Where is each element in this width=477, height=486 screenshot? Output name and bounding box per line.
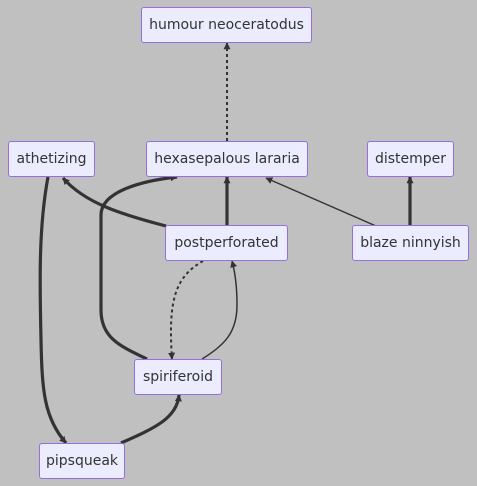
edge-athetizing-to-pipsqueak bbox=[38, 176, 68, 445]
edge-postperforated-to-spiriferoid bbox=[168, 260, 204, 360]
edge-postperforated-to-athetizing bbox=[61, 176, 167, 228]
node-postperforated[interactable]: postperforated bbox=[165, 225, 288, 261]
node-spiriferoid[interactable]: spiriferoid bbox=[134, 359, 222, 395]
edge-spiriferoid-to-postperforated bbox=[201, 260, 238, 360]
node-athetizing[interactable]: athetizing bbox=[8, 141, 95, 177]
edge-blaze-to-hexasepalous bbox=[265, 177, 377, 227]
node-distemper[interactable]: distemper bbox=[367, 141, 454, 177]
edge-spiriferoid-to-hexasepalous bbox=[99, 174, 178, 361]
node-pipsqueak[interactable]: pipsqueak bbox=[39, 443, 125, 479]
node-hexasepalous-lararia[interactable]: hexasepalous lararia bbox=[146, 141, 308, 177]
node-humour-neoceratodus[interactable]: humour neoceratodus bbox=[141, 7, 312, 43]
node-blaze-ninnyish[interactable]: blaze ninnyish bbox=[352, 225, 469, 261]
edge-pipsqueak-to-spiriferoid bbox=[120, 394, 182, 445]
